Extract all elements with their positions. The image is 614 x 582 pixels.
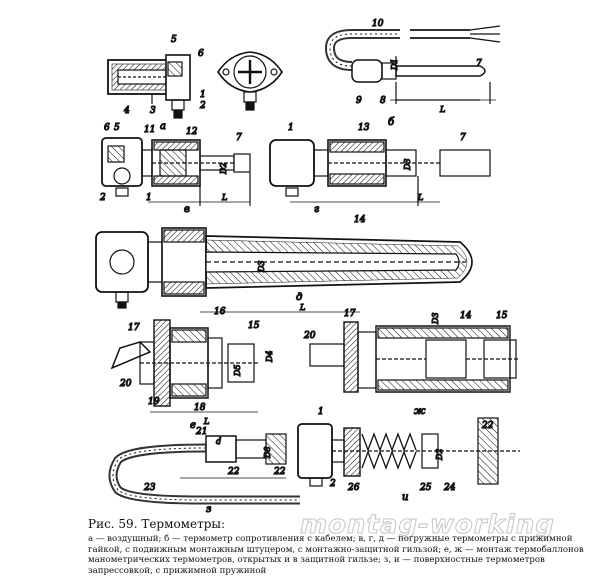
callout-6-v: 6 (104, 123, 110, 133)
dim-D4-e: D4 (265, 350, 274, 363)
subfig-label-e: е (190, 420, 196, 431)
callout-15-e: 15 (248, 321, 260, 331)
figure-caption: Рис. 59. Термометры: а — воздушный; б — … (88, 517, 588, 576)
callout-5-v: 5 (114, 123, 120, 133)
callout-24-i: 24 (443, 483, 456, 493)
dim-D8-z: D8 (263, 446, 272, 459)
callout-14-d: 14 (354, 215, 366, 225)
callout-22-z: 22 (227, 467, 240, 477)
drawing-d-protective-sleeve (95, 227, 473, 313)
dim-L-v: L (221, 193, 227, 202)
subfig-label-g: г (314, 204, 319, 215)
callout-11-v: 11 (144, 125, 155, 135)
callout-23-z: 23 (143, 483, 156, 493)
callout-1-a: 1 (200, 90, 206, 100)
callout-17-zh: 17 (344, 309, 356, 319)
watermark: montag-working (300, 510, 555, 541)
dim-D3-d: D3 (257, 260, 266, 273)
drawing-e-open-bulb (110, 319, 260, 413)
dim-L-d: L (299, 303, 305, 312)
callout-7-b: 7 (476, 59, 482, 69)
dim-D2-i: D2 (435, 448, 444, 461)
drawing-z-surface-pressed (108, 433, 300, 505)
dim-L-e: L (203, 417, 209, 426)
callout-21-z: 21 (195, 427, 207, 437)
callout-17-e: 17 (128, 323, 140, 333)
subfig-label-i: и (402, 492, 408, 503)
drawing-a-flange (217, 51, 283, 111)
callout-22-i: 22 (481, 421, 494, 431)
drawing-a-air-thermometer (107, 54, 191, 119)
dim-D5-e: D5 (233, 364, 242, 377)
callout-2-a: 2 (199, 101, 206, 111)
drawing-v-immersion-nut (101, 137, 251, 206)
technical-drawing: а б в г д е ж з и 5 6 1 2 4 3 10 7 9 8 6… (95, 18, 520, 516)
callout-6-a: 6 (198, 49, 204, 59)
callout-15-zh: 15 (496, 311, 508, 321)
callout-9-b: 9 (356, 96, 362, 106)
subfig-label-a: а (160, 121, 166, 132)
callout-18-e: 18 (194, 403, 206, 413)
callout-1-v: 1 (146, 193, 152, 203)
drawing-g-movable-fitting (269, 139, 491, 206)
callout-7-v: 7 (236, 133, 242, 143)
callout-5-a: 5 (171, 35, 177, 45)
callout-2-i: 2 (329, 479, 336, 489)
callout-19-e: 19 (148, 397, 160, 407)
callout-12-v: 12 (186, 127, 198, 137)
callout-10-b: 10 (372, 19, 384, 29)
callout-8-b: 8 (380, 96, 386, 106)
callout-13-g: 13 (358, 123, 370, 133)
subfig-label-d: д (296, 292, 302, 303)
dim-D3-zh: D3 (431, 312, 440, 325)
dim-D2-v: D2 (219, 162, 228, 175)
subfig-label-z: з (206, 504, 211, 515)
callout-1-i: 1 (318, 407, 324, 417)
callout-3-a: 3 (150, 106, 156, 116)
dim-D1-b: D1 (390, 58, 399, 71)
callout-20-zh: 20 (303, 331, 316, 341)
dim-L-g: L (417, 193, 423, 202)
drawing-b-resistance-thermometer (324, 25, 501, 104)
dim-L-b: L (439, 105, 445, 114)
dim-D3-g: D3 (403, 158, 412, 171)
drawing-i-spring-pressed (297, 417, 520, 487)
subfig-label-zh: ж (414, 406, 426, 417)
callout-7-g: 7 (460, 133, 466, 143)
callout-22-z2: 22 (273, 467, 286, 477)
callout-16-e: 16 (214, 307, 226, 317)
subfig-label-v: в (184, 204, 190, 215)
subfig-label-b: б (388, 117, 395, 128)
callout-20-e: 20 (119, 379, 132, 389)
callout-4-a: 4 (123, 106, 130, 116)
callout-26-i: 26 (347, 483, 360, 493)
caption-text: а — воздушный; б — термометр сопротивлен… (88, 534, 584, 576)
callout-14-zh: 14 (460, 311, 472, 321)
drawing-zh-bulb-in-sleeve (309, 321, 520, 393)
callout-25-i: 25 (419, 483, 432, 493)
callout-1-g: 1 (288, 123, 294, 133)
caption-title: Рис. 59. Термометры: (88, 517, 226, 531)
dim-d-z: d (216, 437, 221, 446)
callout-2-v: 2 (99, 193, 106, 203)
